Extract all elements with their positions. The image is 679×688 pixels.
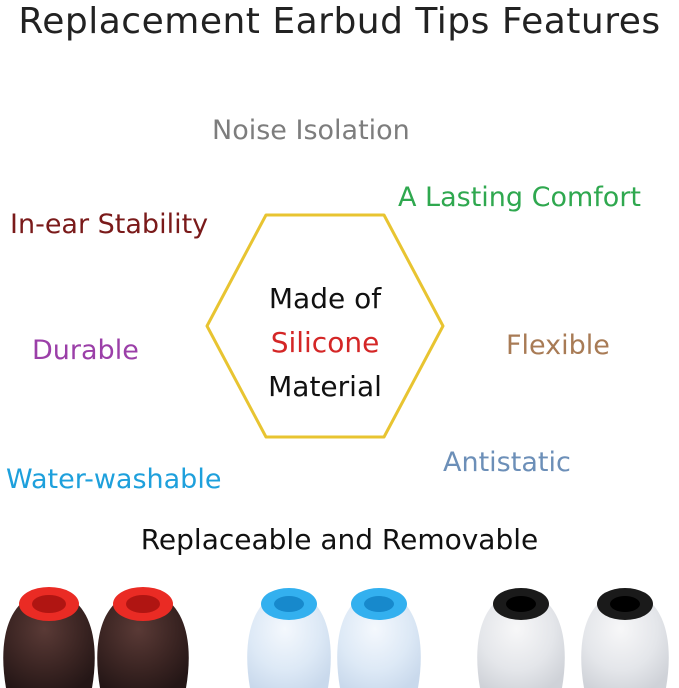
hexagon-outline (205, 213, 445, 439)
hexagon-line-3: Material (268, 370, 382, 403)
feature-antistatic: Antistatic (443, 447, 571, 478)
earbud-tip-blue (337, 588, 421, 688)
feature-durable: Durable (32, 335, 139, 366)
earbud-tip-black (581, 588, 669, 688)
feature-water-washable: Water-washable (6, 464, 222, 495)
earbud-tips-row (3, 587, 669, 688)
earbud-tip-blue (247, 588, 331, 688)
feature-noise-isolation: Noise Isolation (212, 115, 410, 146)
earbud-tip-red (97, 587, 189, 688)
tagline: Replaceable and Removable (140, 523, 539, 556)
hexagon-line-2: Silicone (270, 326, 380, 359)
feature-lasting-comfort: A Lasting Comfort (398, 182, 642, 213)
hexagon-line-1: Made of (268, 282, 382, 315)
feature-in-ear-stability: In-ear Stability (10, 209, 209, 240)
page-title: Replacement Earbud Tips Features (18, 1, 661, 42)
center-hexagon: Made of Silicone Material (205, 213, 445, 439)
earbud-tip-red (3, 587, 95, 688)
earbud-tip-black (477, 588, 565, 688)
hexagon-caption: Made of Silicone Material (205, 277, 445, 409)
feature-flexible: Flexible (506, 330, 610, 361)
